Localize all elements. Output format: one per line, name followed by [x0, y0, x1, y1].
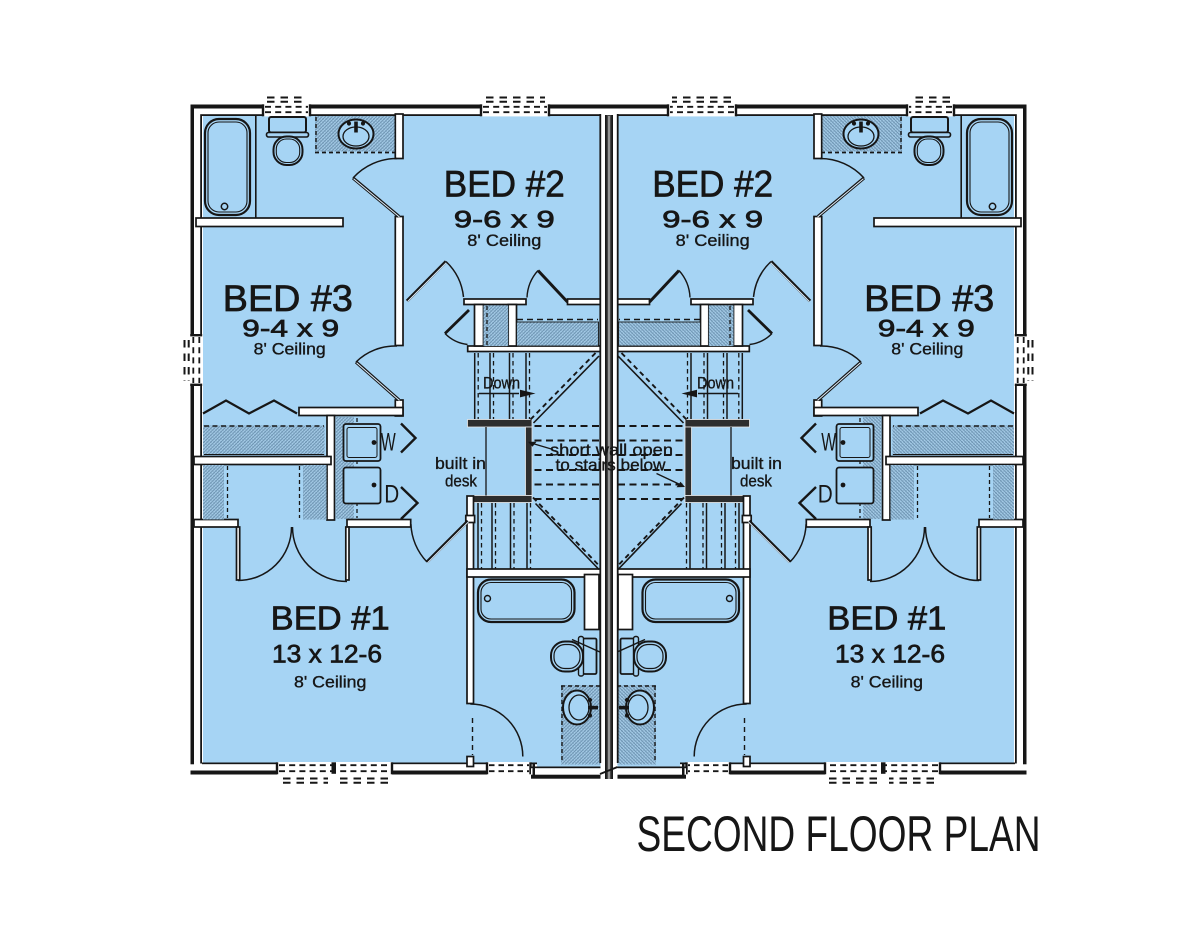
svg-text:built in: built in — [435, 455, 486, 473]
svg-text:desk: desk — [740, 473, 773, 491]
svg-text:8' Ceiling: 8' Ceiling — [467, 232, 541, 250]
svg-text:W: W — [381, 429, 396, 457]
svg-text:9-4 x 9: 9-4 x 9 — [242, 316, 339, 343]
svg-text:8' Ceiling: 8' Ceiling — [676, 232, 750, 250]
svg-text:D: D — [384, 481, 399, 509]
svg-text:9-4 x 9: 9-4 x 9 — [878, 316, 975, 343]
svg-text:D: D — [818, 481, 833, 509]
svg-text:BED #1: BED #1 — [271, 601, 390, 638]
svg-text:BED #3: BED #3 — [223, 278, 353, 319]
svg-text:8' Ceiling: 8' Ceiling — [891, 341, 963, 359]
svg-text:Down: Down — [697, 374, 734, 393]
svg-text:8' Ceiling: 8' Ceiling — [294, 674, 366, 692]
svg-text:W: W — [821, 429, 836, 457]
svg-text:13 x 12-6: 13 x 12-6 — [272, 641, 382, 669]
svg-text:13 x 12-6: 13 x 12-6 — [835, 641, 945, 669]
svg-text:SECOND FLOOR PLAN: SECOND FLOOR PLAN — [637, 806, 1041, 862]
svg-text:BED #2: BED #2 — [444, 164, 565, 205]
svg-text:to stairs below: to stairs below — [556, 456, 667, 475]
svg-text:Down: Down — [483, 374, 520, 393]
svg-text:8' Ceiling: 8' Ceiling — [254, 341, 326, 359]
svg-text:short wall open: short wall open — [550, 441, 673, 460]
svg-text:8' Ceiling: 8' Ceiling — [851, 674, 923, 692]
svg-text:9-6 x 9: 9-6 x 9 — [662, 207, 763, 234]
svg-text:BED #2: BED #2 — [652, 164, 773, 205]
svg-text:built in: built in — [731, 455, 782, 473]
svg-text:9-6 x 9: 9-6 x 9 — [454, 207, 555, 234]
svg-text:BED #3: BED #3 — [864, 278, 994, 319]
svg-text:desk: desk — [445, 473, 478, 491]
svg-text:BED #1: BED #1 — [827, 601, 946, 638]
